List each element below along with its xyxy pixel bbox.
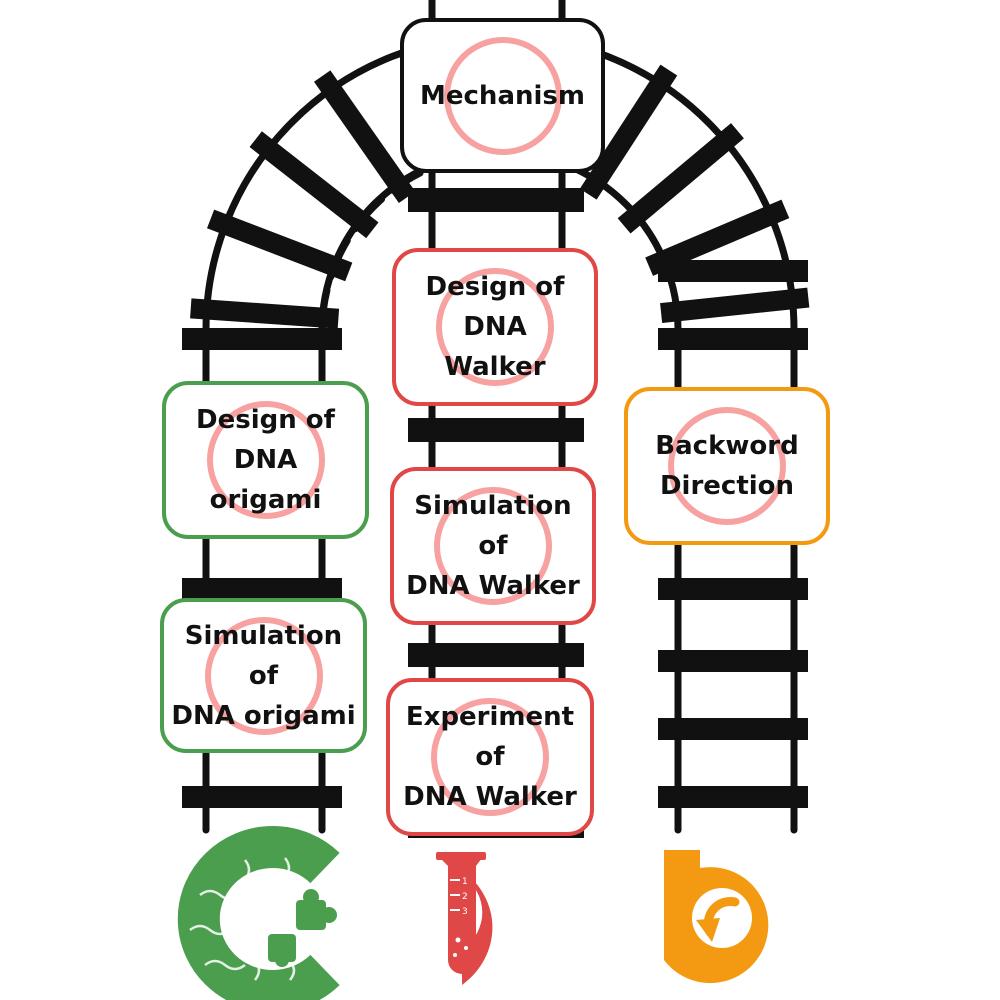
rail-tie [182,328,342,350]
backword-direction-node[interactable]: Backword Direction [624,387,830,545]
design-of-dna-walker-label: Design of DNA Walker [425,272,565,382]
rail-tie [190,298,340,329]
rail-tie [658,718,808,740]
ring-icon [206,401,325,519]
ring-icon [436,268,554,386]
rail-tie [249,131,379,239]
experiment-of-dna-walker-node[interactable]: Experiment of DNA Walker [386,678,594,836]
rail-tie [313,70,416,204]
ring-icon [443,36,562,155]
rail-tie [660,287,810,324]
rail-tie [408,188,584,212]
rail-tie [658,786,808,808]
rail-tie [579,64,678,200]
simulation-of-dna-walker-node[interactable]: Simulation of DNA Walker [390,467,596,625]
mechanism-node[interactable]: Mechanism [400,18,605,173]
design-of-dna-origami-node[interactable]: Design of DNA origami [162,381,369,539]
rail-tie [658,328,808,350]
rail-tie [617,123,744,234]
ring-icon [204,616,323,735]
rail-tie [408,643,584,667]
simulation-of-dna-origami-node[interactable]: Simulation of DNA origami [160,598,367,753]
design-of-dna-walker-node[interactable]: Design of DNA Walker [392,248,598,406]
simulation-of-dna-origami-label: Simulation of DNA origami [171,620,356,731]
experiment-of-dna-walker-label: Experiment of DNA Walker [403,702,577,812]
rail-tie [408,418,584,442]
rail-tie [207,209,353,282]
rail-tie [182,578,342,600]
backword-direction-label: Backword Direction [655,431,799,501]
rail-tie [658,650,808,672]
rail-tie [182,786,342,808]
ring-icon [668,407,786,525]
simulation-of-dna-walker-label: Simulation of DNA Walker [406,491,580,601]
ring-icon [431,698,549,816]
rail-tie [645,199,790,276]
rail-tie [658,260,808,282]
rail-tie [658,578,808,600]
ring-icon [434,487,552,605]
design-of-dna-origami-label: Design of DNA origami [196,405,335,515]
mechanism-label: Mechanism [420,80,585,111]
